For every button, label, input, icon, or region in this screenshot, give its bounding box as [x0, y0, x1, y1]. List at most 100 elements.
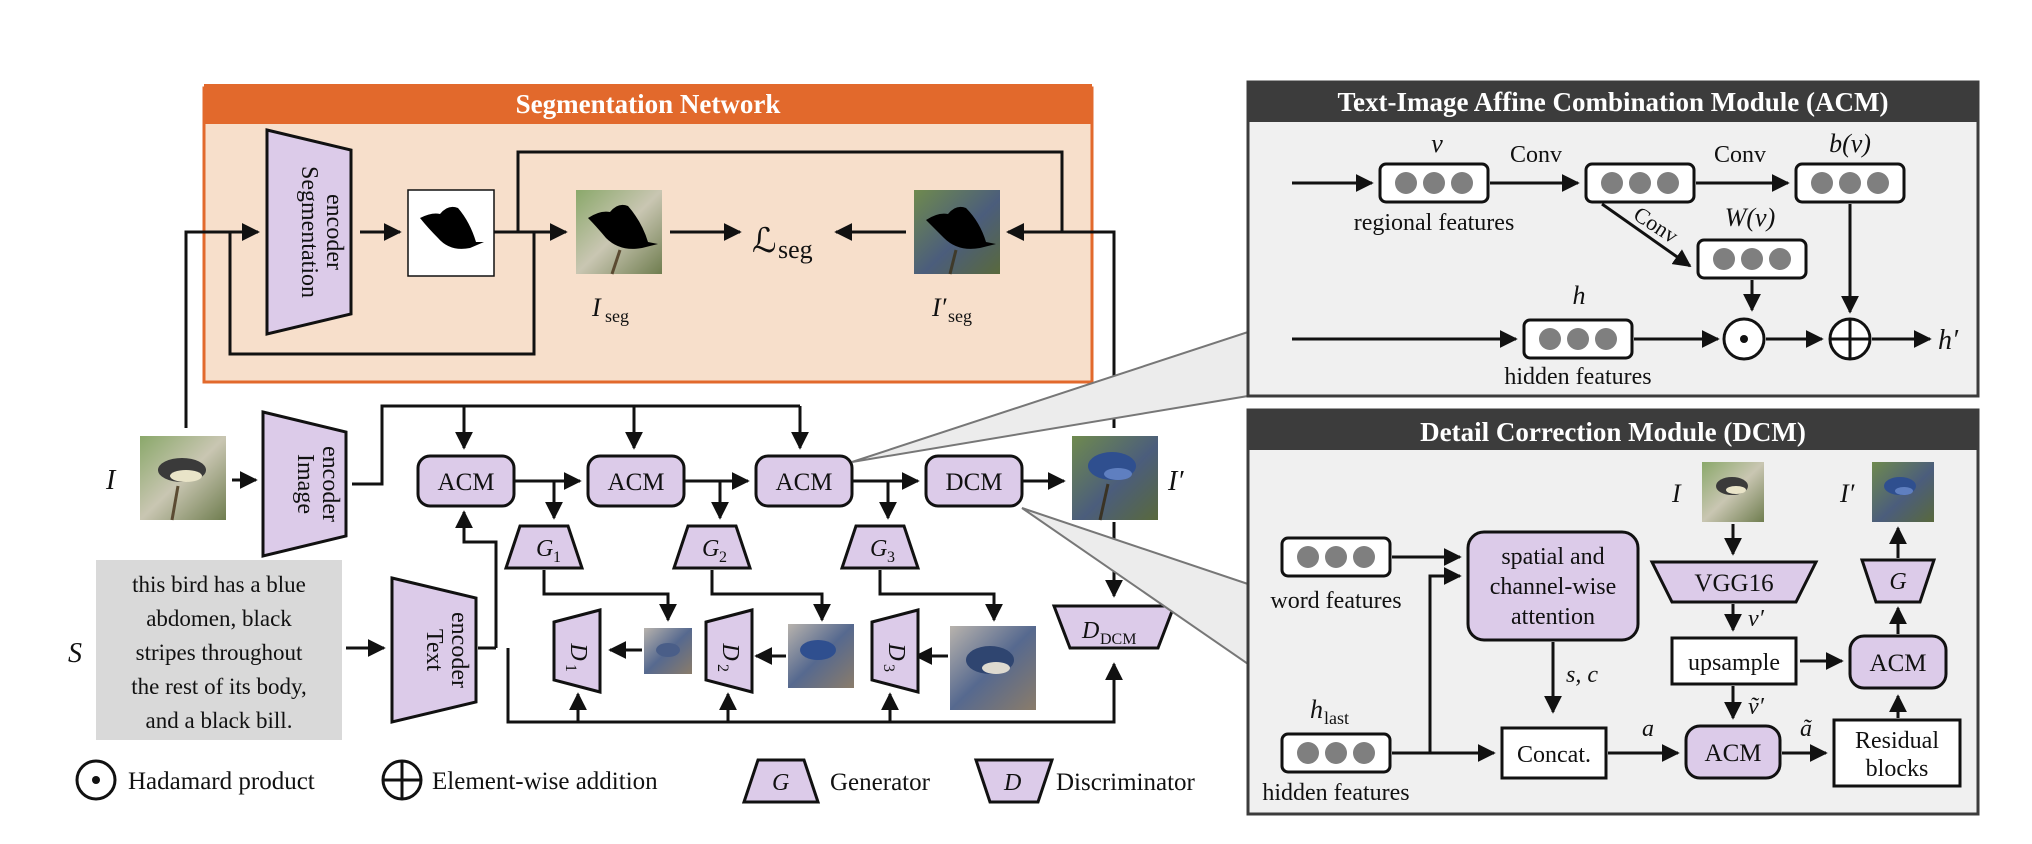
- acm-block-3-label: ACM: [776, 469, 833, 496]
- dcm-residual-line-1: Residual: [1855, 728, 1939, 754]
- generator-3: [839, 524, 921, 570]
- iseg-image: [576, 190, 662, 275]
- dcm-attention-line-3: attention: [1511, 604, 1595, 630]
- discriminator-1: [552, 608, 602, 694]
- generated-image-3: [950, 626, 1036, 710]
- discriminator-2-label: D: [717, 642, 743, 660]
- legend-addition: Element-wise addition: [432, 768, 658, 795]
- generator-3-label: G: [870, 536, 887, 562]
- dcm-input-image: [1702, 462, 1764, 522]
- image-encoder-label-2: encoder: [317, 446, 343, 522]
- generator-1-label: G: [536, 536, 553, 562]
- dcm-vgg-block: [1649, 560, 1819, 604]
- acm-block-2-label: ACM: [608, 469, 665, 496]
- generator-legend-icon: [741, 758, 821, 804]
- dcm-i-label: I: [1671, 479, 1682, 508]
- discriminator-3-subscript: 3: [880, 664, 897, 672]
- dcm-word-vector: [1280, 536, 1392, 578]
- generator-2-label: G: [702, 536, 719, 562]
- text-encoder: [390, 576, 478, 724]
- acm-conv-2: Conv: [1714, 142, 1766, 168]
- legend-generator: Generator: [830, 769, 931, 796]
- acm-panel: Text-Image Affine Combination Module (AC…: [1246, 80, 1980, 398]
- dcm-residual-block: [1832, 718, 1962, 788]
- dcm-panel: Detail Correction Module (DCM) I I′ word…: [1246, 408, 1980, 816]
- acm-conv-1: Conv: [1510, 142, 1562, 168]
- legend-discriminator: Discriminator: [1056, 769, 1196, 796]
- segmentation-encoder-label-2: encoder: [321, 194, 347, 270]
- discriminator-dcm-label: D: [1081, 618, 1099, 644]
- dcm-generator: [1859, 558, 1937, 604]
- legend: Hadamard product Element-wise addition G…: [75, 758, 1196, 804]
- discriminator-dcm: [1051, 604, 1177, 650]
- discriminator-2-subscript: 2: [714, 664, 731, 672]
- discriminator-3-label: D: [883, 642, 909, 660]
- segmentation-mask-image: [407, 189, 495, 277]
- legend-generator-symbol: G: [772, 770, 789, 796]
- acm-bv-label: b(v): [1829, 129, 1871, 158]
- sentence-line-5: and a black bill.: [146, 708, 293, 733]
- generator-1: [503, 524, 585, 570]
- acm-wv-label: W(v): [1725, 203, 1776, 232]
- acm-v-label: v: [1431, 129, 1443, 158]
- sentence-line-2: abdomen, black: [146, 606, 292, 631]
- dcm-acm-bottom-label: ACM: [1705, 740, 1762, 767]
- addition-icon: [381, 759, 423, 801]
- output-image: [1072, 436, 1158, 521]
- acm-addition-icon: [1828, 317, 1872, 361]
- dcm-residual-line-2: blocks: [1866, 756, 1929, 782]
- dcm-vtilde-label: ṽ′: [1748, 694, 1765, 720]
- generated-image-2: [788, 624, 854, 688]
- segmentation-network: Segmentation Network Segmentation encode…: [202, 84, 1094, 384]
- acm-v-vector: [1378, 162, 1490, 204]
- loss-subscript: seg: [778, 235, 813, 264]
- acm-wv-vector: [1696, 238, 1808, 280]
- dcm-upsample-label: upsample: [1688, 650, 1780, 676]
- dcm-generator-label: G: [1889, 569, 1906, 595]
- segmentation-encoder-label-1: Segmentation: [296, 166, 322, 298]
- discriminator-1-label: D: [565, 642, 591, 660]
- dcm-upsample-block: [1670, 636, 1798, 686]
- generator-3-subscript: 3: [887, 549, 895, 566]
- dcm-attention-line-2: channel-wise: [1490, 574, 1617, 600]
- iseg-subscript: seg: [605, 306, 629, 326]
- generated-image-1: [644, 628, 692, 674]
- sentence-label: S: [68, 638, 82, 669]
- image-encoder-label-1: Image: [292, 454, 318, 514]
- generator-2-subscript: 2: [719, 549, 727, 566]
- discriminator-2: [704, 608, 754, 694]
- acm-block-1-label: ACM: [438, 469, 495, 496]
- dcm-hidden-label: hidden features: [1262, 780, 1409, 806]
- segmentation-encoder: [265, 128, 353, 336]
- dcm-a-label: a: [1642, 716, 1654, 742]
- dcm-concat-label: Concat.: [1517, 742, 1591, 768]
- sentence-line-1: this bird has a blue: [132, 572, 306, 597]
- dcm-panel-title: Detail Correction Module (DCM): [1420, 417, 1806, 447]
- dcm-acm-bottom: [1684, 724, 1782, 780]
- dcm-acm-top-label: ACM: [1870, 650, 1927, 677]
- output-label: I′: [1167, 466, 1184, 497]
- loss-symbol: ℒ: [752, 223, 777, 260]
- sentence-line-4: the rest of its body,: [131, 674, 306, 699]
- dcm-sc-label: s, c: [1566, 662, 1598, 688]
- segmentation-title: Segmentation Network: [516, 89, 781, 119]
- iseg-prime-label: I′: [931, 293, 947, 322]
- generator-1-subscript: 1: [553, 549, 561, 566]
- main-pipeline: I Image encoder ACM ACM ACM DCM: [68, 223, 1184, 740]
- legend-discriminator-symbol: D: [1003, 770, 1021, 796]
- iseg-prime-image: [914, 190, 1000, 275]
- dcm-vprime-label: v′: [1748, 606, 1765, 632]
- hadamard-icon: [75, 759, 117, 801]
- dcm-hlast-subscript: last: [1324, 708, 1349, 728]
- dcm-concat-block: [1500, 726, 1608, 780]
- generator-2: [671, 524, 753, 570]
- dcm-acm-top: [1848, 634, 1948, 690]
- acm-panel-title: Text-Image Affine Combination Module (AC…: [1338, 87, 1889, 117]
- dcm-iprime-label: I′: [1839, 479, 1855, 508]
- dcm-vgg-label: VGG16: [1694, 570, 1773, 597]
- acm-hidden-label: hidden features: [1504, 364, 1651, 390]
- sentence-line-3: stripes throughout: [136, 640, 303, 665]
- text-encoder-label-1: Text: [421, 629, 447, 672]
- dcm-block-label: DCM: [946, 469, 1003, 496]
- acm-hprime-label: h′: [1938, 325, 1959, 356]
